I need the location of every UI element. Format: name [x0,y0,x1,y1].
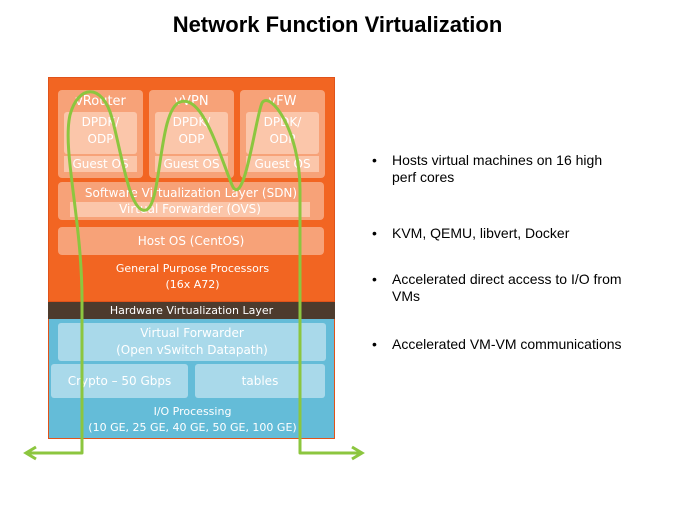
io-processing-speeds: (10 GE, 25 GE, 40 GE, 50 GE, 100 GE) [88,421,297,434]
dpdk-label: DPDK/ [172,115,211,129]
bullet-text: Hosts virtual machines on 16 high [392,152,603,168]
dpdk-label: DPDK/ [81,115,120,129]
dpdk-odp-box: DPDK/ ODP [155,112,228,154]
vm-vfw: vFW DPDK/ ODP Guest OS [240,90,325,178]
page-title: Network Function Virtualization [172,12,503,37]
general-purpose-processors: General Purpose Processors (16x A72) [49,261,336,297]
io-block: Virtual Forwarder (Open vSwitch Datapath… [48,319,335,439]
hardware-virtualization-layer: Hardware Virtualization Layer [48,302,335,319]
guest-os: Guest OS [155,156,228,172]
guest-os: Guest OS [246,156,319,172]
vm-title: vFW [268,94,297,109]
gpp-label: General Purpose Processors [115,262,270,275]
vf-sublabel: (Open vSwitch Datapath) [116,343,268,357]
tables-box: tables [195,364,325,398]
bullet-dot: • [372,152,377,168]
vf-label: Virtual Forwarder [140,326,244,340]
odp-label: ODP [269,132,296,146]
sdn-label: Software Virtualization Layer (SDN) [84,186,298,200]
vm-title: vRouter [75,94,126,109]
left-arrowhead [23,445,37,461]
dpdk-odp-box: DPDK/ ODP [246,112,319,154]
vm-vrouter: vRouter DPDK/ ODP Guest OS [58,90,143,178]
bullet-text: Accelerated VM-VM communications [392,336,622,352]
odp-label: ODP [178,132,205,146]
virtual-forwarder-datapath: Virtual Forwarder (Open vSwitch Datapath… [58,323,326,361]
vm-title: vVPN [174,94,209,109]
right-arrowhead [351,445,365,461]
dpdk-label: DPDK/ [263,115,302,129]
crypto-box: Crypto – 50 Gbps [51,364,188,398]
io-processing-label: I/O Processing [153,405,232,418]
virtual-forwarder-ovs: Virtual Forwarder (OVS) [70,202,310,217]
bullet-dot: • [372,271,377,287]
bullet-item: • Accelerated VM-VM communications [372,336,662,353]
bullet-text: KVM, QEMU, libvert, Docker [392,225,570,241]
bullet-dot: • [372,225,377,241]
bullet-text-cont: VMs [392,288,420,304]
bullet-item: • Hosts virtual machines on 16 high perf… [372,152,662,186]
bullet-item: • Accelerated direct access to I/O from … [372,271,662,305]
bullet-dot: • [372,336,377,352]
compute-block: vRouter DPDK/ ODP Guest OS vVPN DPDK/ OD… [48,77,335,302]
io-processing: I/O Processing (10 GE, 25 GE, 40 GE, 50 … [49,404,336,436]
bullet-text: Accelerated direct access to I/O from [392,271,622,287]
software-virtualization-layer: Software Virtualization Layer (SDN) Virt… [58,182,324,220]
gpp-cores: (16x A72) [165,278,220,291]
guest-os: Guest OS [64,156,137,172]
bullet-text-cont: perf cores [392,169,455,185]
feature-list: • Hosts virtual machines on 16 high perf… [372,152,662,353]
bullet-item: • KVM, QEMU, libvert, Docker [372,225,662,242]
dpdk-odp-box: DPDK/ ODP [64,112,137,154]
odp-label: ODP [87,132,114,146]
vm-vvpn: vVPN DPDK/ ODP Guest OS [149,90,234,178]
nfv-diagram: vRouter DPDK/ ODP Guest OS vVPN DPDK/ OD… [48,77,335,439]
host-os: Host OS (CentOS) [58,227,324,255]
